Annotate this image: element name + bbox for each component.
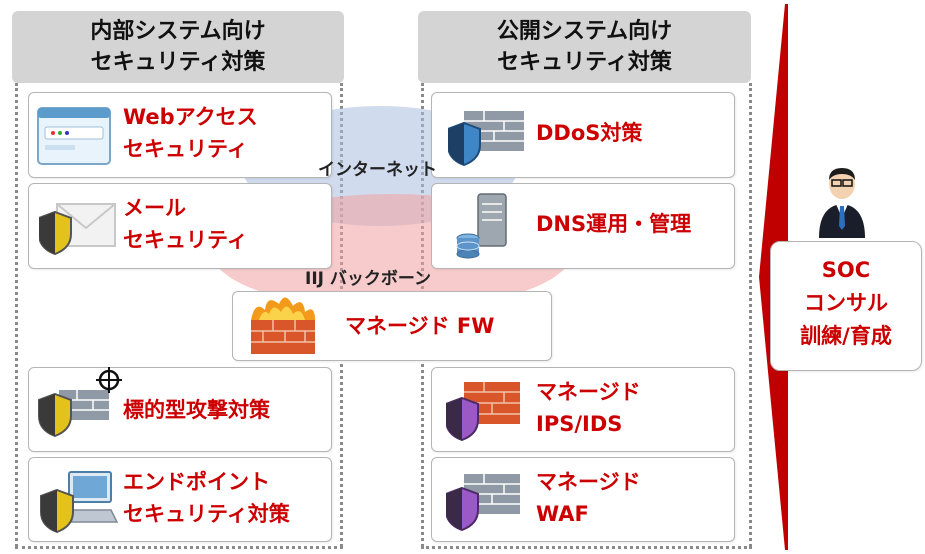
internal-column-bottom-border: [15, 546, 343, 549]
card-web-access-security: Webアクセス セキュリティ: [28, 92, 332, 178]
targeted-attack-line-1: 標的型攻撃対策: [123, 398, 270, 422]
public-column-right-border: [749, 83, 752, 547]
public-column-header: 公開システム向け セキュリティ対策: [418, 11, 751, 83]
firewall-purple-shield-icon: [446, 382, 520, 442]
card-targeted-attack: 標的型攻撃対策: [28, 367, 332, 452]
card-ddos: DDoS対策: [431, 92, 735, 178]
wall-target-shield-icon: [38, 367, 122, 438]
ips-ids-line-2: IPS/IDS: [536, 412, 623, 436]
card-waf: マネージド WAF: [431, 457, 735, 542]
managed-fw-label: マネージド FW: [345, 314, 495, 338]
mail-shield-icon: [39, 203, 116, 256]
waf-line-2: WAF: [536, 502, 589, 526]
wall-blue-shield-icon: [448, 111, 524, 167]
backbone-label: IIJ バックボーン: [305, 269, 432, 289]
web-access-line-2: セキュリティ: [123, 137, 248, 161]
soc-operator-avatar: [819, 168, 865, 238]
mail-line-1: メール: [123, 196, 186, 220]
internet-label: インターネット: [318, 160, 437, 180]
card-managed-fw: マネージド FW: [232, 291, 552, 361]
ips-ids-line-1: マネージド: [536, 380, 641, 404]
internal-header-line-1: 内部システム向け: [90, 19, 266, 44]
card-dns: DNS運用・管理: [431, 183, 735, 269]
soc-box: SOC コンサル 訓練/育成: [770, 241, 922, 371]
dns-line-1: DNS運用・管理: [536, 212, 692, 236]
burning-firewall-icon: [251, 297, 315, 354]
soc-line-2: コンサル: [804, 291, 888, 315]
wall-purple-shield-icon: [446, 474, 520, 532]
internal-column-left-border: [15, 83, 18, 547]
server-database-icon: [456, 193, 507, 259]
browser-window-icon: [37, 107, 111, 165]
endpoint-line-1: エンドポイント: [123, 470, 270, 494]
card-mail-security: メール セキュリティ: [28, 183, 332, 269]
ddos-line-1: DDoS対策: [536, 121, 643, 145]
internal-column-header: 内部システム向け セキュリティ対策: [12, 11, 344, 83]
soc-line-3: 訓練/育成: [800, 324, 892, 348]
soc-line-1: SOC: [821, 258, 871, 282]
waf-line-1: マネージド: [536, 470, 641, 494]
web-access-line-1: Webアクセス: [123, 105, 258, 129]
internal-header-line-2: セキュリティ対策: [90, 50, 266, 75]
endpoint-pc-shield-icon: [40, 471, 119, 534]
public-header-line-2: セキュリティ対策: [497, 50, 672, 75]
public-column-bottom-border: [421, 546, 752, 549]
mail-line-2: セキュリティ: [123, 228, 248, 252]
card-endpoint-security: エンドポイント セキュリティ対策: [28, 457, 332, 542]
endpoint-line-2: セキュリティ対策: [123, 502, 290, 526]
card-ips-ids: マネージド IPS/IDS: [431, 367, 735, 452]
public-header-line-1: 公開システム向け: [496, 19, 673, 44]
